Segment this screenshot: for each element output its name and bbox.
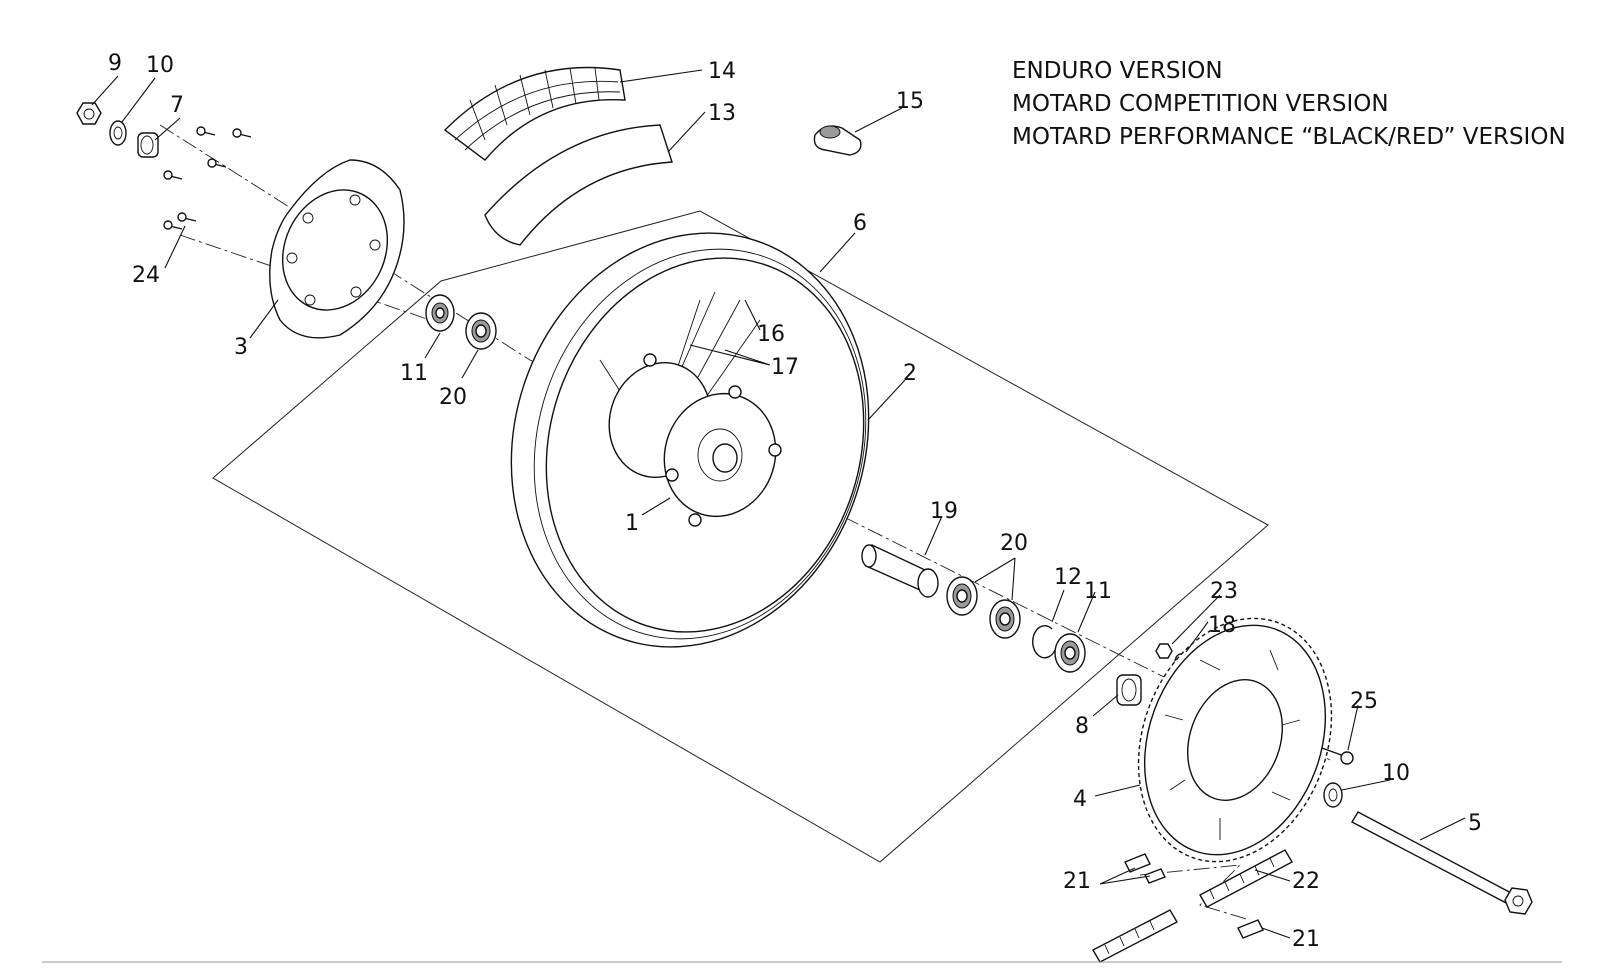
callout-2: 2 — [903, 361, 917, 386]
sprocket-spacer-icon — [1116, 674, 1142, 706]
hub-icon — [608, 353, 782, 527]
callout-9: 9 — [108, 51, 122, 76]
version-motard-performance: MOTARD PERFORMANCE “BLACK/RED” VERSION — [1012, 124, 1566, 150]
spokes-icon — [599, 291, 761, 431]
callout-23: 23 — [1210, 579, 1238, 604]
callout-12: 12 — [1054, 565, 1082, 590]
callout-7: 7 — [170, 93, 184, 118]
left-bearing-seal-icon — [425, 294, 455, 332]
leader-lines — [91, 69, 1466, 939]
version-list: ENDURO VERSION MOTARD COMPETITION VERSIO… — [1012, 58, 1566, 150]
sprocket-icon — [1137, 617, 1333, 863]
callout-11-right: 11 — [1084, 579, 1112, 604]
tyre-icon — [443, 66, 626, 161]
axle-spacer-icon — [861, 544, 939, 598]
right-bearing-1-icon — [946, 576, 978, 616]
callout-6: 6 — [853, 211, 867, 236]
sprocket-nut-icon — [1155, 643, 1173, 659]
chain-icon — [1092, 849, 1293, 963]
callout-3: 3 — [234, 335, 248, 360]
axle-icon — [1351, 811, 1533, 915]
callout-17: 17 — [771, 355, 799, 380]
circlip-icon — [1032, 625, 1056, 659]
version-motard-competition: MOTARD COMPETITION VERSION — [1012, 91, 1389, 117]
callout-21-right: 21 — [1292, 927, 1320, 952]
left-bearing-icon — [465, 312, 497, 350]
chain-link-2-icon — [1144, 868, 1166, 884]
brake-disc-icon — [269, 159, 405, 339]
callout-21-left: 21 — [1063, 869, 1091, 894]
rim-lock-icon — [813, 125, 862, 156]
callout-4: 4 — [1073, 787, 1087, 812]
callout-22: 22 — [1292, 869, 1320, 894]
callout-14: 14 — [708, 59, 736, 84]
callout-19: 19 — [930, 499, 958, 524]
version-enduro: ENDURO VERSION — [1012, 58, 1223, 84]
disc-bolts-icon — [163, 126, 252, 230]
callout-24: 24 — [132, 263, 160, 288]
callout-13: 13 — [708, 101, 736, 126]
callout-15: 15 — [896, 89, 924, 114]
callout-18: 18 — [1208, 613, 1236, 638]
inner-tube-icon — [484, 124, 673, 246]
nut-icon — [76, 102, 102, 125]
sprocket-bolt-icon — [1321, 747, 1354, 765]
assembly-frame — [212, 210, 1269, 863]
chain-link-3-icon — [1237, 919, 1264, 939]
callout-10-right: 10 — [1382, 761, 1410, 786]
callout-5: 5 — [1468, 811, 1482, 836]
callout-20-left: 20 — [439, 385, 467, 410]
spacer-icon — [137, 132, 159, 158]
callout-1: 1 — [625, 511, 639, 536]
axle-washer-icon — [1323, 782, 1343, 808]
right-bearing-2-icon — [989, 599, 1021, 639]
callout-numbers: 9 10 7 24 3 11 20 14 13 15 6 16 17 2 1 1… — [108, 51, 1482, 952]
callout-16: 16 — [757, 322, 785, 347]
left-axis-line-2 — [179, 234, 431, 321]
chain-link-1-icon — [1124, 853, 1151, 873]
callout-11-left: 11 — [400, 361, 428, 386]
callout-25: 25 — [1350, 689, 1378, 714]
washer-icon — [109, 120, 127, 146]
callout-20-right: 20 — [1000, 531, 1028, 556]
callout-10-left: 10 — [146, 53, 174, 78]
callout-8: 8 — [1075, 714, 1089, 739]
right-seal-icon — [1054, 633, 1086, 673]
